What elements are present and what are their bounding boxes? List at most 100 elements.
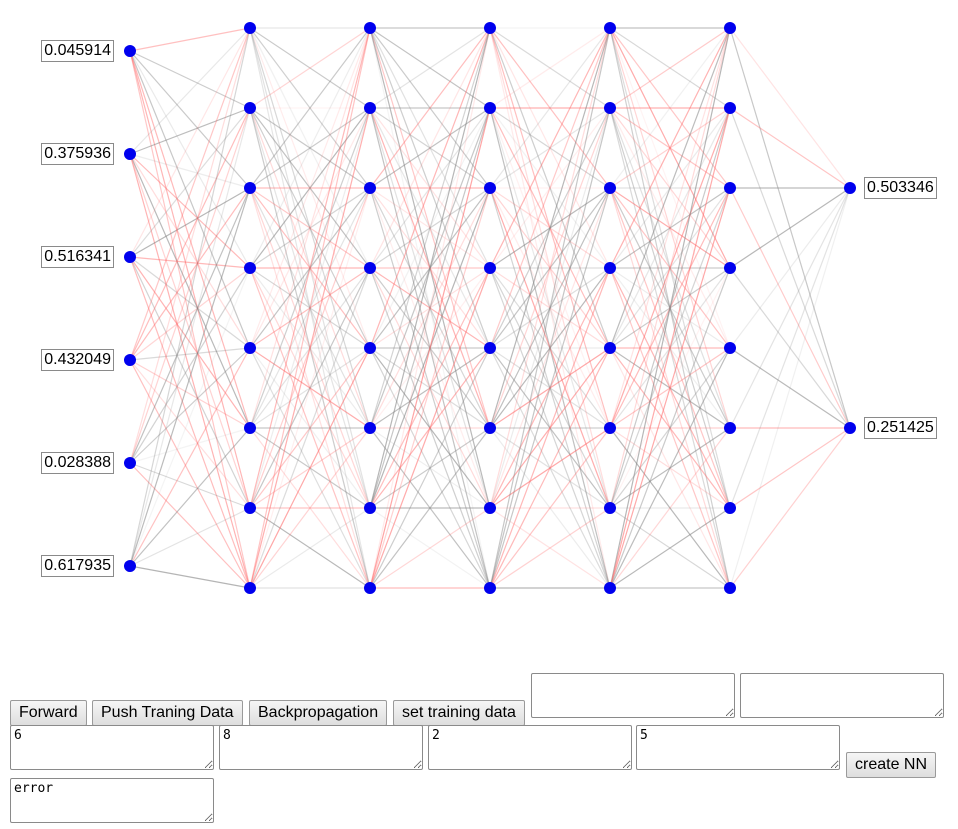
neuron-node (124, 560, 136, 572)
connection-line (489, 27, 611, 509)
connection-line (249, 107, 371, 429)
forward-button[interactable]: Forward (10, 700, 87, 726)
connection-line (489, 107, 611, 509)
connection-line (249, 27, 371, 509)
neuron-node (484, 502, 496, 514)
neuron-node (724, 582, 736, 594)
neuron-node (484, 262, 496, 274)
connection-line (129, 462, 251, 589)
connection-line (729, 427, 851, 589)
connection-line (369, 507, 491, 589)
error-output-field[interactable]: error (10, 778, 214, 823)
connection-line (249, 267, 371, 589)
connection-line (369, 347, 491, 589)
neuron-node (724, 22, 736, 34)
neuron-node (124, 354, 136, 366)
connection-line (729, 187, 851, 589)
connection-line (129, 256, 251, 429)
connection-line (129, 50, 251, 509)
connection-line (489, 27, 611, 109)
connection-line (369, 27, 491, 349)
set-training-data-button[interactable]: set training data (393, 700, 525, 726)
connection-line (489, 187, 611, 349)
connection-line (729, 187, 851, 349)
connection-line (249, 347, 371, 509)
connection-line (129, 50, 251, 109)
inputs-count-field[interactable]: 6 (10, 725, 214, 770)
connection-lines (129, 27, 851, 589)
connection-line (369, 27, 491, 589)
connection-line (249, 187, 371, 269)
connection-line (369, 347, 491, 429)
connection-line (249, 27, 371, 589)
neuron-node (244, 502, 256, 514)
connection-line (129, 256, 251, 269)
connection-line (129, 256, 251, 509)
neuron-node (724, 102, 736, 114)
connection-line (249, 27, 371, 349)
connection-line (609, 267, 731, 589)
neuron-node (484, 342, 496, 354)
connection-line (129, 565, 251, 589)
connection-line (129, 27, 251, 258)
connection-line (129, 153, 251, 509)
connection-line (249, 507, 371, 589)
connection-line (369, 107, 491, 189)
hidden-layers-field[interactable]: 5 (636, 725, 840, 770)
connection-line (129, 187, 251, 464)
neuron-node (604, 582, 616, 594)
neuron-node (844, 182, 856, 194)
connection-line (129, 359, 251, 509)
connection-line (489, 27, 611, 349)
connection-line (369, 427, 491, 509)
connection-line (729, 187, 851, 509)
connection-line (249, 107, 371, 349)
neuron-node (364, 22, 376, 34)
connection-line (129, 153, 251, 589)
connection-line (129, 107, 251, 258)
connection-line (489, 107, 611, 269)
connection-line (609, 27, 731, 349)
connection-line (369, 27, 491, 189)
neuron-node (724, 342, 736, 354)
backpropagation-button[interactable]: Backpropagation (249, 700, 388, 726)
neuron-node (604, 422, 616, 434)
connection-line (489, 107, 611, 189)
connection-line (129, 267, 251, 361)
connection-line (489, 187, 611, 429)
connection-line (489, 267, 611, 349)
output-value-box: 0.251425 (864, 417, 937, 439)
connection-line (249, 27, 371, 109)
connection-line (129, 347, 251, 464)
connection-line (729, 107, 851, 189)
connection-line (489, 187, 611, 589)
neuron-node (604, 502, 616, 514)
network-diagram (124, 22, 856, 594)
connection-line (489, 427, 611, 589)
connection-line (489, 27, 611, 429)
training-output-field[interactable] (740, 673, 944, 718)
connection-line (249, 347, 371, 589)
connection-line (489, 27, 611, 269)
connection-line (129, 359, 251, 429)
connection-line (609, 187, 731, 269)
neuron-node (604, 102, 616, 114)
input-value-box: 0.617935 (41, 555, 114, 577)
connection-line (489, 347, 611, 429)
connection-line (489, 27, 611, 269)
connection-line (489, 107, 611, 589)
connection-line (729, 187, 851, 269)
connection-line (609, 27, 731, 109)
create-nn-button[interactable]: create NN (846, 752, 937, 778)
connection-line (609, 27, 731, 429)
connection-line (369, 27, 491, 109)
push-training-data-button[interactable]: Push Traning Data (92, 700, 243, 726)
connection-line (129, 347, 251, 361)
training-input-field[interactable] (531, 673, 735, 718)
hidden-size-field[interactable]: 8 (219, 725, 423, 770)
connection-line (249, 107, 371, 509)
outputs-count-field[interactable]: 2 (428, 725, 632, 770)
connection-line (609, 27, 731, 109)
connection-line (129, 27, 251, 155)
connection-line (249, 107, 371, 589)
